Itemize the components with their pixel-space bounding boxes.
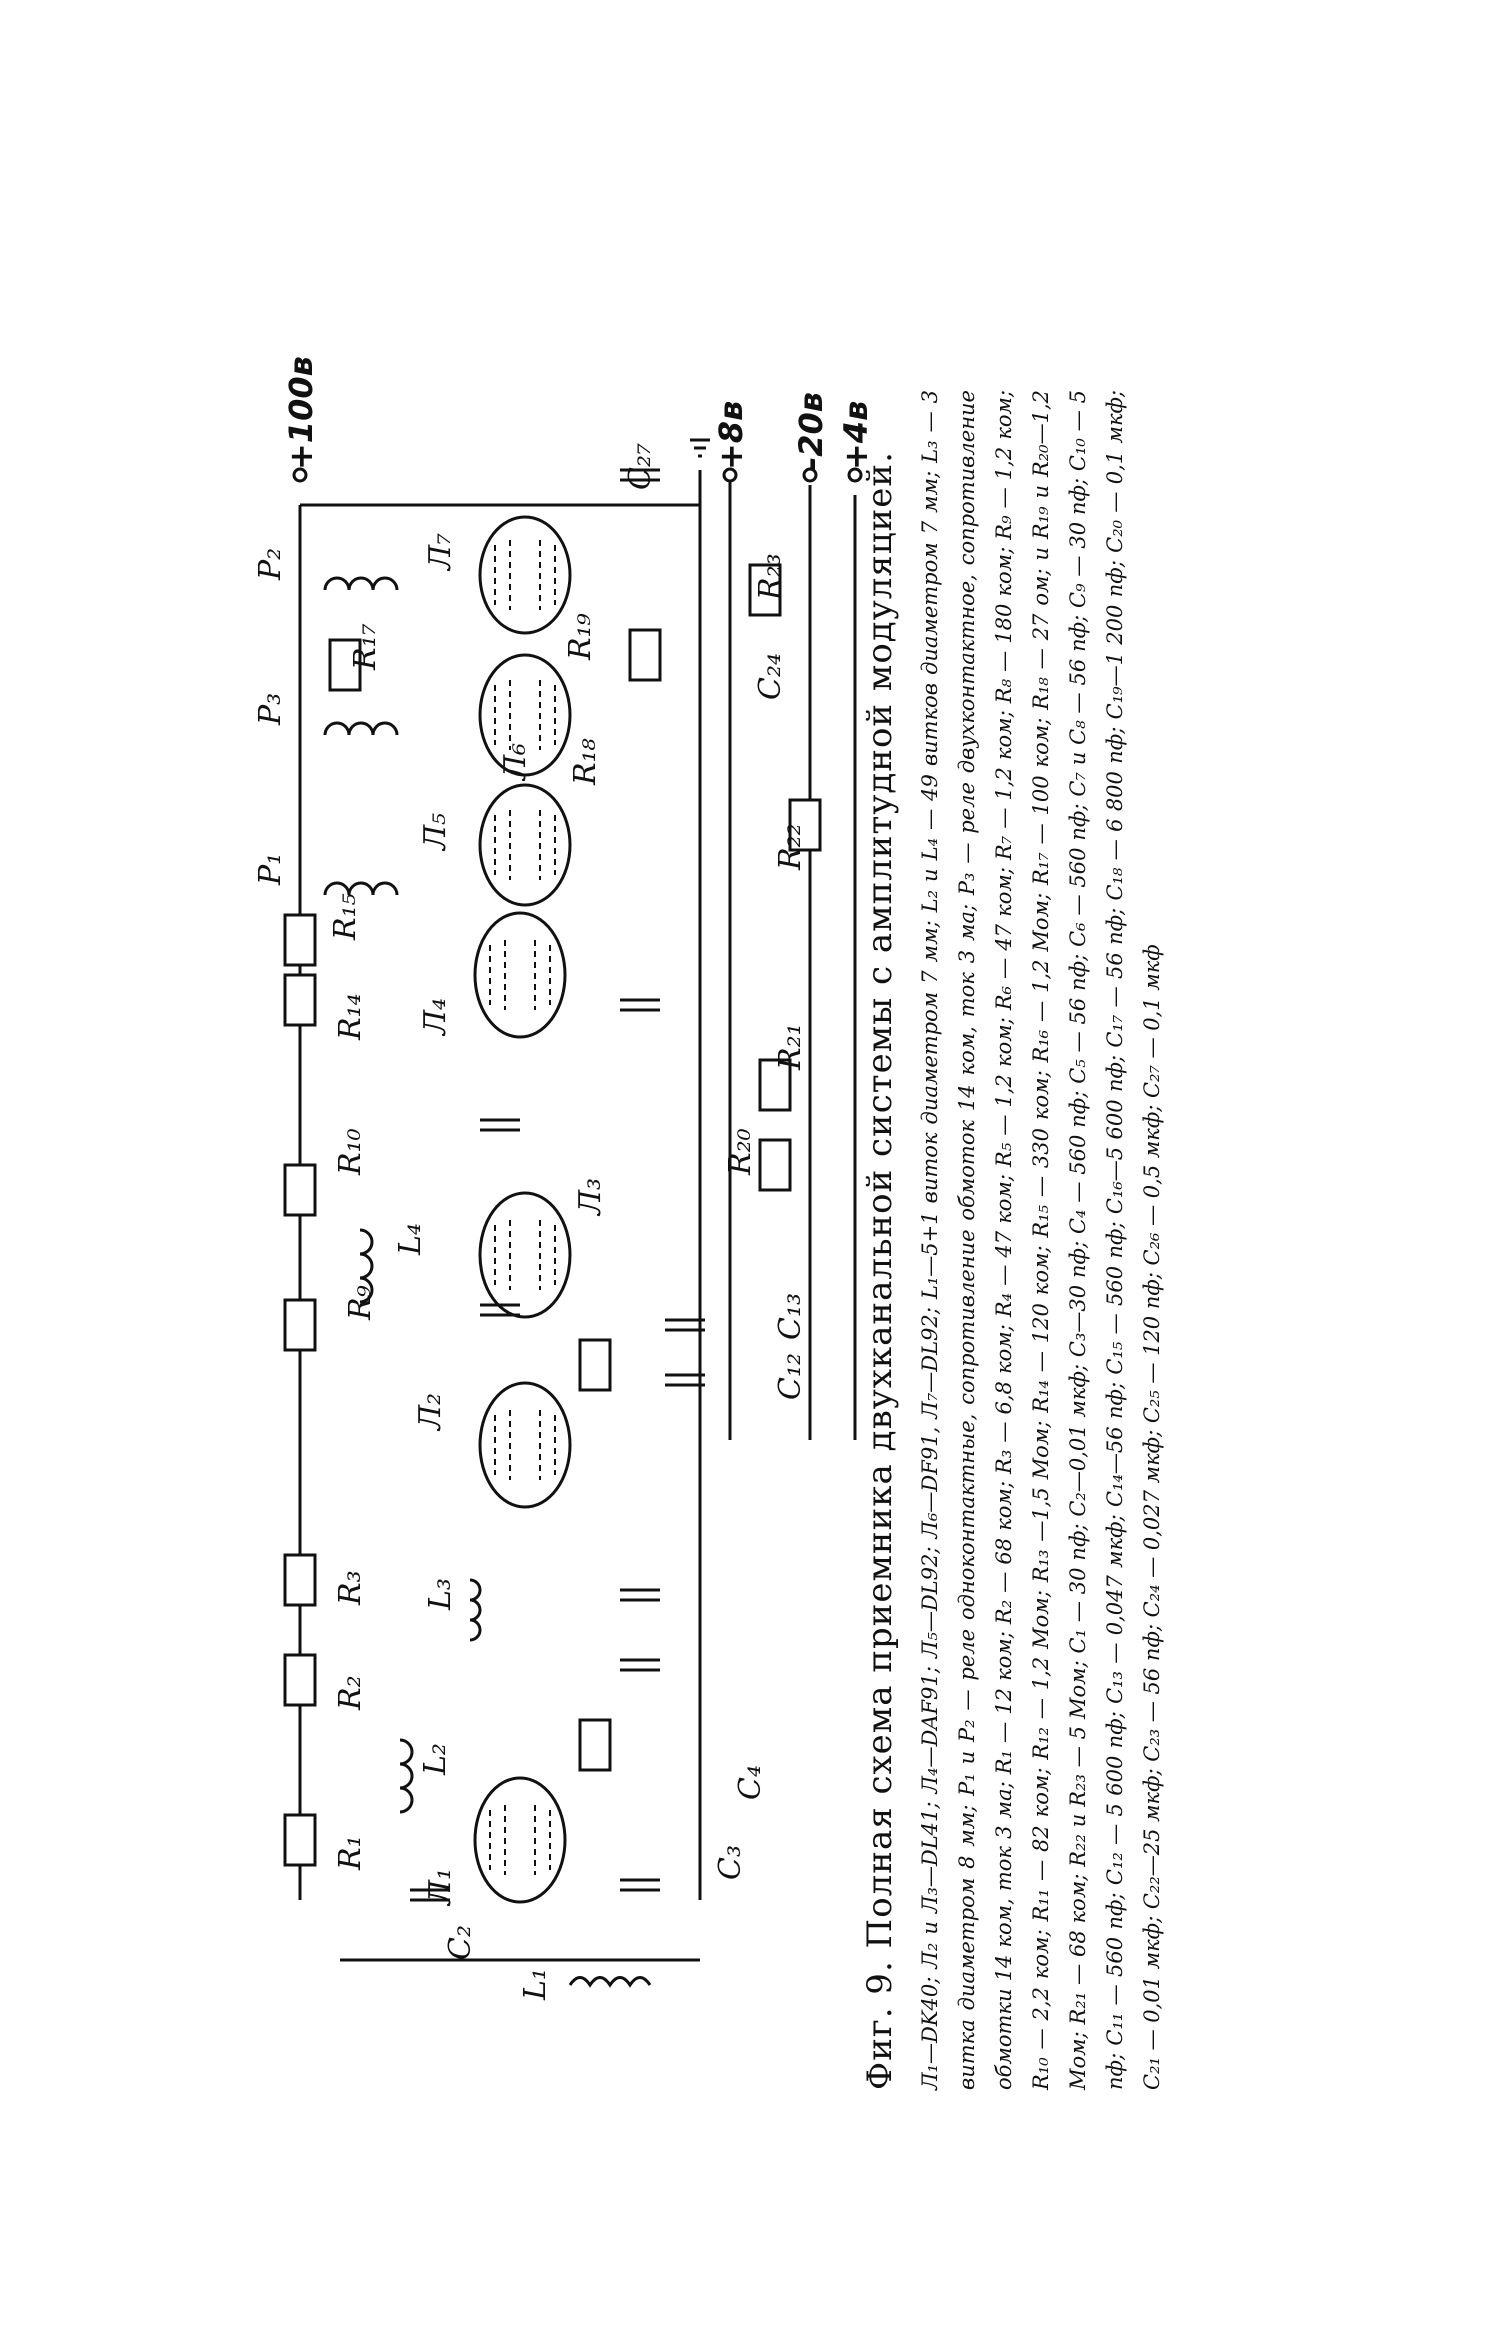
label-r22: R₂₂: [773, 823, 808, 871]
coils: [323, 576, 652, 1988]
coil-l3-icon: [469, 1578, 482, 1642]
label-r17: R₁₇: [348, 623, 383, 671]
label-l1: Л₁: [423, 1868, 458, 1907]
tube-l7: [478, 515, 572, 635]
label-r20: R₂₀: [723, 1128, 758, 1176]
label-c4: C₄: [733, 1765, 768, 1800]
label-c2: C₂: [443, 1925, 478, 1960]
relay-p1-coil-icon: [323, 881, 399, 896]
label-p1: P₁: [253, 853, 288, 886]
label-l4: Л₄: [418, 998, 453, 1037]
label-r23: R₂₃: [753, 553, 788, 601]
terminal-plus100-label: +100в: [282, 356, 320, 470]
label-r15: R₁₅: [328, 893, 363, 941]
label-coil-l1: L₁: [518, 1968, 553, 2001]
figure-title: Фиг. 9. Полная схема приемника двухканал…: [860, 451, 900, 2090]
relay-p3-coil-icon: [323, 721, 399, 736]
label-coil-l2: L₂: [418, 1743, 453, 1776]
capacitors: [410, 468, 705, 1902]
label-c13: C₁₃: [773, 1293, 808, 1340]
label-p2: P₂: [253, 548, 288, 581]
label-l2: Л₂: [413, 1393, 448, 1432]
terminal-plus8-label: +8в: [712, 401, 750, 470]
terminal-minus20: [802, 467, 818, 483]
figure-legend: Л₁—DK40; Л₂ и Л₃—DL41; Л₄—DAF91; Л₅—DL92…: [918, 390, 1164, 2090]
tube-l1: [473, 1776, 567, 1904]
tube-l5: [478, 783, 572, 907]
label-r14: R₁₄: [333, 993, 368, 1041]
label-r21: R₂₁: [773, 1023, 808, 1071]
coil-l2-icon: [399, 1738, 414, 1814]
tube-l3: [478, 1191, 572, 1319]
ground-symbol-icon: [690, 438, 710, 458]
label-r1: R₁: [333, 1835, 368, 1871]
resistors: [283, 563, 822, 1867]
terminal-plus4-label: +4в: [837, 401, 875, 470]
label-c12: C₁₂: [773, 1353, 808, 1400]
terminal-plus4: [847, 467, 863, 483]
label-r19: R₁₉: [563, 613, 598, 661]
supply-terminals: +100в +8в -20в +4в: [282, 356, 875, 483]
label-r2: R₂: [333, 1675, 368, 1711]
label-l3: Л₃: [573, 1178, 608, 1217]
label-c27: C₂₇: [623, 443, 658, 490]
label-r18: R₁₈: [568, 738, 603, 786]
label-c24: C₂₄: [753, 653, 788, 700]
terminal-minus20-label: -20в: [792, 392, 830, 470]
coil-l1-icon: [568, 1976, 652, 1988]
label-c3: C₃: [713, 1845, 748, 1880]
label-l5: Л₅: [418, 813, 453, 852]
component-labels: Л₁ Л₂ Л₃ Л₄ Л₅ Л₆ Л₇ P₁ P₂ P₃ L₁ L₂ L₃ L…: [253, 443, 808, 2001]
tubes: [473, 515, 572, 1904]
label-l6: Л₆: [498, 743, 533, 782]
coil-l4-icon: [359, 1228, 374, 1304]
tube-l6: [478, 653, 572, 777]
label-l7: Л₇: [423, 533, 458, 572]
relay-p2-coil-icon: [323, 576, 399, 591]
label-coil-l3: L₃: [423, 1578, 458, 1611]
terminal-plus8: [722, 467, 738, 483]
tube-l2: [478, 1381, 572, 1509]
label-r3: R₃: [333, 1570, 368, 1606]
label-r10: R₁₀: [333, 1128, 368, 1176]
figure-caption: Фиг. 9. Полная схема приемника двухканал…: [860, 390, 1171, 2090]
label-r9: R₉: [343, 1285, 378, 1321]
label-coil-l4: L₄: [393, 1223, 428, 1256]
terminal-plus100: [292, 467, 308, 483]
label-p3: P₃: [253, 693, 288, 726]
tube-l4: [473, 911, 567, 1039]
